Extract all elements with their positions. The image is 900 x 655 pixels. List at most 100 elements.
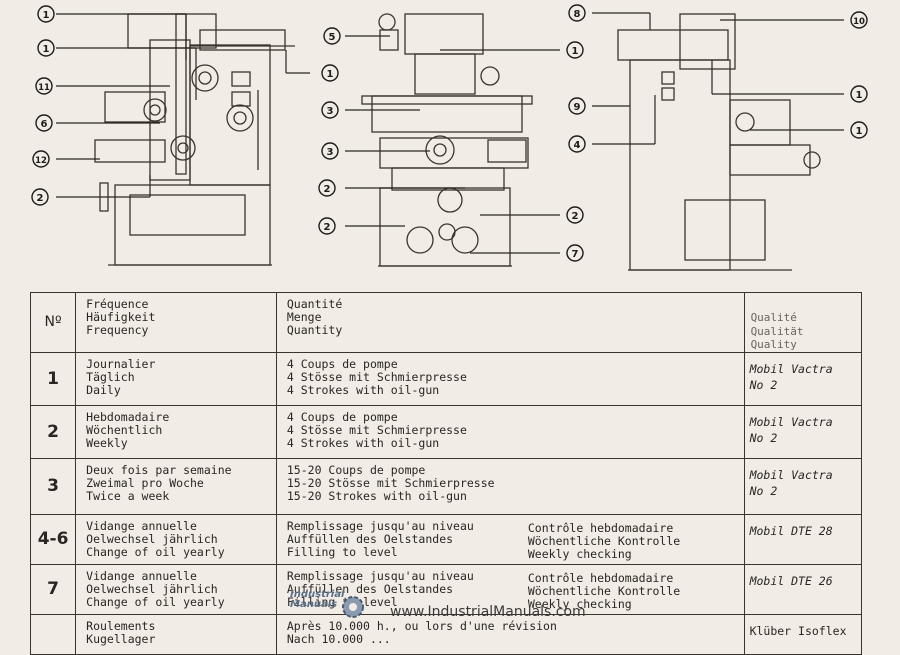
row-quality: Mobil Vactra No 2 [743,404,863,459]
table-row: 3 Deux fois par semaine Zweimal pro Woch… [29,457,863,515]
callout-label: 8 [574,9,581,20]
quantity-line: 4 Strokes with oil-gun [286,382,440,397]
frequency-line: Oelwechsel jährlich [86,581,218,596]
quantity-line: Remplissage jusqu'au niveau [286,568,474,583]
callout-label: 10 [853,17,865,27]
header-quantity: Quantité Menge Quantity [275,292,745,353]
quantity-line: Contrôle hebdomadaire [527,520,674,535]
quantity-line: Contrôle hebdomadaire [527,570,674,585]
quantity-line: Wöchentliche Kontrolle [527,583,681,598]
left-side-view [94,13,295,266]
frequency-line: Vidange annuelle [86,518,197,533]
row-frequency: Vidange annuelle Oelwechsel jährlich Cha… [75,513,277,565]
callout-label: 4 [574,140,581,151]
row-no: 1 [29,351,77,406]
quality-line: Mobil Vactra [749,414,833,429]
frequency-line: Roulements [86,618,156,633]
frequency-line: Oelwechsel jährlich [86,531,218,546]
quantity-fill-block: Remplissage jusqu'au niveau Auffüllen de… [286,518,474,559]
callout-label: 12 [35,156,47,166]
row-quantity: Remplissage jusqu'au niveau Auffüllen de… [275,513,745,565]
quality-line: No 2 [749,430,778,445]
watermark: Industrial Manuals www.IndustrialManuals… [290,590,635,624]
quantity-line: 4 Coups de pompe [286,356,398,371]
callout-label: 2 [37,193,44,204]
quantity-line: 4 Strokes with oil-gun [286,435,440,450]
quantity-fill-block: Remplissage jusqu'au niveau Auffüllen de… [286,568,474,609]
quantity-line: 4 Stösse mit Schmierpresse [286,422,467,437]
header-quantity-fr: Quantité [286,297,343,311]
quality-line: No 2 [749,377,778,392]
table-row: 4-6 Vidange annuelle Oelwechsel jährlich… [29,513,863,565]
callout-label: 1 [327,69,334,80]
quantity-line: Weekly checking [527,596,632,611]
quantity-line: Auffüllen des Oelstandes [286,531,454,546]
row-frequency: Hebdomadaire Wöchentlich Weekly [75,404,277,459]
watermark-logo-line: Industrial [290,589,345,600]
header-quality-fr: Qualité [750,311,797,324]
frequency-line: Change of oil yearly [86,544,225,559]
callout-label: 1 [856,90,863,101]
callout-label: 7 [572,249,579,260]
row-quantity: 15-20 Coups de pompe 15-20 Stösse mit Sc… [275,457,745,515]
frequency-line: Weekly [86,435,128,450]
row-quantity: 4 Coups de pompe 4 Stösse mit Schmierpre… [275,404,745,459]
header-frequency-fr: Fréquence [86,297,149,311]
frequency-line: Wöchentlich [86,422,163,437]
quantity-line: Wöchentliche Kontrolle [527,533,681,548]
header-quality: Qualité Qualität Quality [743,292,863,353]
quality-line: No 2 [749,483,778,498]
frequency-line: Kugellager [86,631,156,646]
header-no: Nº [29,292,77,353]
row-quantity: 4 Coups de pompe 4 Stösse mit Schmierpre… [275,351,745,406]
quality-line: Klüber Isoflex [749,623,847,638]
frequency-line: Change of oil yearly [86,594,225,609]
callout-label: 2 [324,184,331,195]
callout-label: 2 [324,222,331,233]
row-no: 2 [29,404,77,459]
row-no [29,613,77,655]
callout-label: 5 [329,32,336,43]
callout-label: 3 [327,147,334,158]
quantity-line: Filling to level [286,594,398,609]
callout-label: 11 [38,83,50,93]
frequency-line: Zweimal pro Woche [86,475,204,490]
quantity-line: 15-20 Strokes with oil-gun [286,488,467,503]
callout-label: 1 [43,44,50,55]
header-quality-de: Qualität [750,324,804,338]
quality-line: Mobil DTE 28 [749,523,833,538]
quantity-line: 15-20 Coups de pompe [286,462,426,477]
frequency-line: Vidange annuelle [86,568,197,583]
quantity-line: 4 Coups de pompe [286,409,398,424]
callout-label: 3 [327,106,334,117]
frequency-line: Daily [86,382,121,397]
quality-line: Mobil DTE 26 [749,573,833,588]
row-frequency: Deux fois par semaine Zweimal pro Woche … [75,457,277,515]
table-row: 1 Journalier Täglich Daily 4 Coups de po… [29,351,863,406]
callout-label: 9 [574,102,581,113]
callout-label: 1 [856,126,863,137]
callout-label: 1 [43,10,50,21]
row-no: 4-6 [29,513,77,565]
watermark-logo-text: Industrial Manuals [290,590,350,610]
right-side-view [617,13,821,271]
quantity-line: Remplissage jusqu'au niveau [286,518,474,533]
row-quality: Mobil DTE 26 [743,563,863,615]
table-header-row: Nº Fréquence Häufigkeit Frequency Quanti… [29,292,863,353]
header-quantity-de: Menge [286,310,322,324]
frequency-line: Twice a week [86,488,170,503]
row-frequency: Vidange annuelle Oelwechsel jährlich Cha… [75,563,277,615]
watermark-url[interactable]: www.IndustrialManuals.com [390,604,586,620]
table-row: 2 Hebdomadaire Wöchentlich Weekly 4 Coup… [29,404,863,459]
center-front-view [361,13,533,267]
header-frequency-en: Frequency [86,323,149,337]
row-no: 3 [29,457,77,515]
frequency-line: Deux fois par semaine [86,462,232,477]
callout-label: 2 [572,211,579,222]
quantity-check-block: Contrôle hebdomadaire Wöchentliche Kontr… [527,570,681,611]
gear-icon [342,596,364,618]
quantity-line: Auffüllen des Oelstandes [286,581,454,596]
row-no: 7 [29,563,77,615]
quantity-line: Nach 10.000 ... [286,631,391,646]
row-quality: Mobil Vactra No 2 [743,457,863,515]
